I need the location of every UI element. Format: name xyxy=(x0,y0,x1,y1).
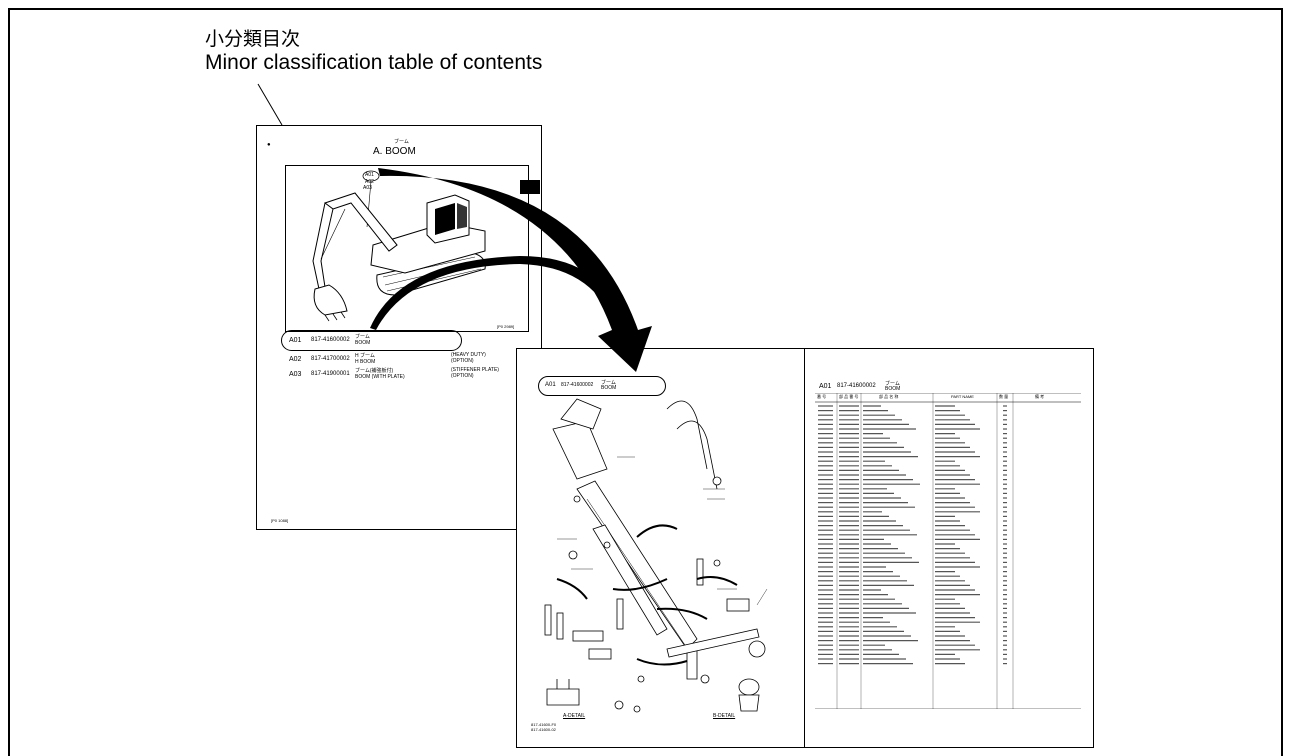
parts-header-code: A01 xyxy=(819,383,832,390)
toc-figure-box xyxy=(285,165,529,332)
drawing-page: A01 817-41600002 ブーム BOOM xyxy=(516,348,805,748)
excavator-illustration xyxy=(312,170,486,322)
exploded-parts-drawing xyxy=(544,398,768,713)
parts-table: 番 号 部 品 番 号 部 品 名 称 PART NAME 数 量 備 考 xyxy=(815,393,1081,709)
toc-entry-a03-part: 817-41900001 xyxy=(311,371,350,377)
drawing-header-part: 817-41600002 xyxy=(561,382,594,388)
drawing-header-en: BOOM xyxy=(601,385,617,391)
parts-table-lines xyxy=(815,393,1081,709)
parts-header-part: 817-41600002 xyxy=(837,383,876,389)
toc-entry-a02-code: A02 xyxy=(289,356,302,363)
parts-col-name-jp: 部 品 名 称 xyxy=(879,394,899,399)
toc-entry-a02-en: H BOOM xyxy=(355,359,376,365)
toc-entry-a02-jp: H ブーム xyxy=(355,353,375,359)
parts-col-remarks: 備 考 xyxy=(1035,394,1045,399)
toc-callout-a01: A01 xyxy=(365,172,374,178)
drawing-header-box xyxy=(538,376,666,396)
caption-title-jp: 小分類目次 xyxy=(205,28,301,50)
parts-col-qty: 数 量 xyxy=(999,394,1009,399)
arrow-from-entry xyxy=(370,256,624,330)
arrow-from-callout xyxy=(378,168,652,372)
parts-col-name-en: PART NAME xyxy=(951,394,974,399)
toc-figure-code: [P0 2989] xyxy=(497,324,515,329)
toc-entry-a01-code: A01 xyxy=(289,337,302,344)
toc-entry-a01-highlight xyxy=(281,330,462,351)
drawing-header-jp: ブーム xyxy=(601,380,616,386)
toc-entry-a02-note: (HEAVY DUTY) (OPTION) xyxy=(451,352,486,364)
drawing-footer-code: 817-41600-F0 817-41600-02 xyxy=(531,722,557,732)
toc-entry-a03-note: (STIFFENER PLATE) (OPTION) xyxy=(451,367,499,379)
toc-entry-a01-part: 817-41600002 xyxy=(311,337,350,343)
outer-frame xyxy=(8,8,1283,756)
toc-entry-a03-en: BOOM (WITH PLATE) xyxy=(355,374,405,380)
toc-callout-a03: A03 xyxy=(363,185,372,191)
toc-entry-a03-jp: ブーム(補強板付) xyxy=(355,368,394,374)
parts-col-no: 番 号 xyxy=(817,394,827,399)
parts-col-partno: 部 品 番 号 xyxy=(839,394,859,399)
parts-list-page: A01 817-41600002 ブーム BOOM 番 号 部 品 番 号 部 … xyxy=(804,348,1094,748)
toc-footer-code: [P0 1088] xyxy=(271,518,289,523)
parts-header-jp: ブーム xyxy=(885,381,900,387)
toc-page: ● ブーム A. BOOM A01 A02 A03 [P0 2989] A01 … xyxy=(256,125,542,530)
drawing-header-code: A01 xyxy=(545,382,556,388)
drawing-detail-b-label: B-DETAIL xyxy=(713,713,736,719)
toc-corner-dot: ● xyxy=(267,142,271,148)
toc-entry-a01-en: BOOM xyxy=(355,340,371,346)
caption: 小分類目次 Minor classification table of cont… xyxy=(205,28,542,76)
parts-header-en: BOOM xyxy=(885,386,901,392)
toc-heading: A. BOOM xyxy=(373,146,416,157)
toc-callout-a02: A02 xyxy=(365,179,374,185)
arrow-block xyxy=(520,180,540,194)
drawing-detail-a-label: A-DETAIL xyxy=(563,713,586,719)
toc-entry-a02-part: 817-41700002 xyxy=(311,356,350,362)
caption-title-en: Minor classification table of contents xyxy=(205,51,543,74)
toc-entry-a03-code: A03 xyxy=(289,371,302,378)
toc-entry-a01-jp: ブーム xyxy=(355,334,370,340)
toc-heading-kana: ブーム xyxy=(394,139,409,145)
